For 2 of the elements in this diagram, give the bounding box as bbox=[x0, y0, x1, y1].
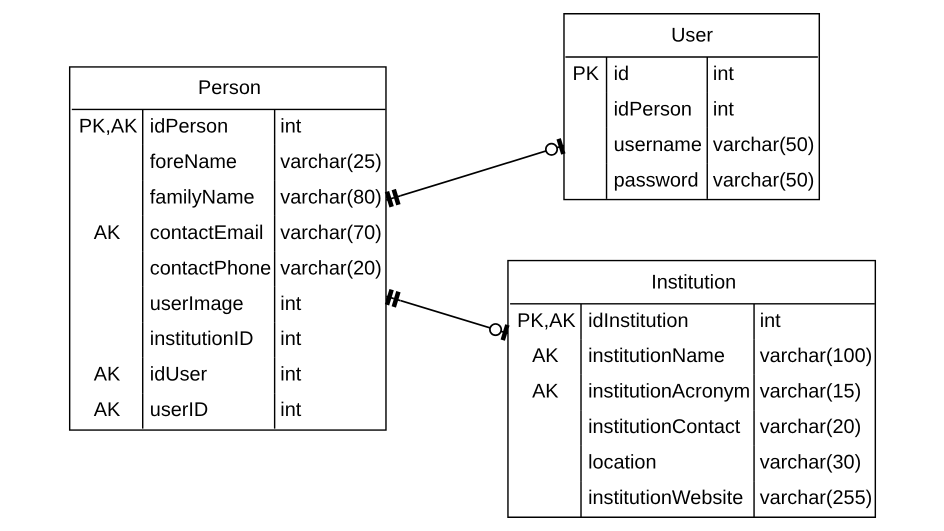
connector bbox=[384, 138, 565, 208]
connector bbox=[384, 288, 510, 341]
